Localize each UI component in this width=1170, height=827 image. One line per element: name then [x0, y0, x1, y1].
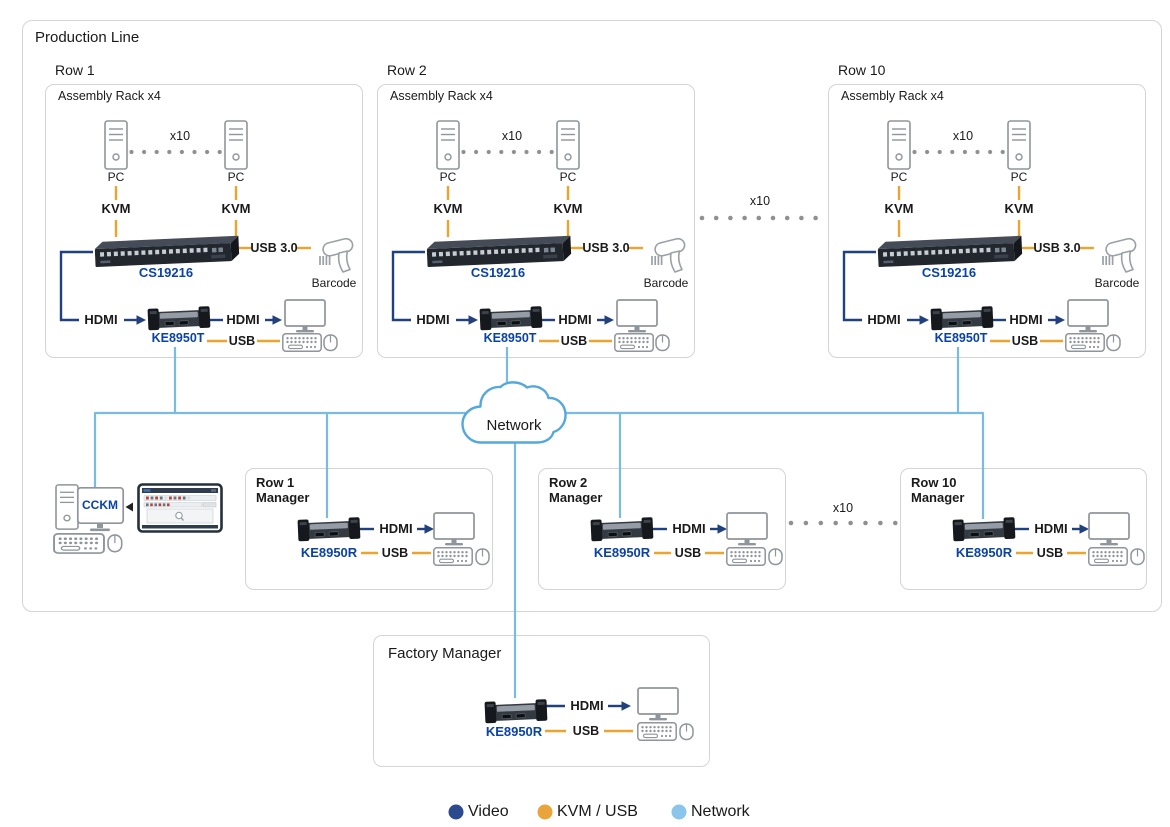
- row10-manager-box: [900, 468, 1147, 590]
- x10-label: x10: [832, 501, 854, 515]
- production-line-box: [22, 20, 1162, 612]
- usb-label: USB: [572, 724, 600, 738]
- legend-kvm-usb-label: KVM / USB: [557, 803, 638, 820]
- usb-label: USB: [381, 546, 409, 560]
- kvm-label: KVM: [221, 201, 251, 216]
- manager-label-line2: Manager: [549, 490, 603, 505]
- extender-name: KE8950T: [483, 331, 537, 345]
- legend-video-label: Video: [468, 803, 509, 820]
- rack-label: Assembly Rack x4: [390, 89, 493, 103]
- hdmi-label: HDMI: [226, 312, 260, 327]
- kvm-label: KVM: [101, 201, 131, 216]
- legend-network-label: Network: [691, 803, 750, 820]
- x10-label: x10: [501, 129, 523, 143]
- barcode-label: Barcode: [1094, 276, 1140, 290]
- manager-label-line1: Row 1: [256, 475, 295, 490]
- switch-name: CS19216: [921, 265, 977, 280]
- factory-manager-box: [373, 635, 710, 767]
- barcode-label: Barcode: [643, 276, 689, 290]
- x10-label: x10: [169, 129, 191, 143]
- usb-label: USB: [560, 334, 588, 348]
- factory-label: Factory Manager: [388, 645, 502, 662]
- manager-label-line2: Manager: [256, 490, 310, 505]
- hdmi-label: HDMI: [1009, 312, 1043, 327]
- cckm-label: CCKM: [82, 498, 118, 512]
- kvm-label: KVM: [553, 201, 583, 216]
- row-label: Row 1: [55, 62, 95, 78]
- usb-label: USB: [674, 546, 702, 560]
- hdmi-label: HDMI: [379, 521, 413, 536]
- hdmi-label: HDMI: [416, 312, 450, 327]
- usb3-label: USB 3.0: [1033, 241, 1081, 255]
- hdmi-label: HDMI: [558, 312, 592, 327]
- kvm-label: KVM: [433, 201, 463, 216]
- legend-video-dot: [448, 804, 464, 820]
- assembly-rack-box-2: [377, 84, 695, 358]
- barcode-label: Barcode: [311, 276, 357, 290]
- legend-network-dot: [671, 804, 687, 820]
- extender-name: KE8950R: [593, 545, 651, 560]
- extender-name: KE8950R: [955, 545, 1013, 560]
- network-label: Network: [486, 417, 542, 434]
- assembly-rack-box-10: [828, 84, 1146, 358]
- manager-label-line2: Manager: [911, 490, 965, 505]
- pc-label: PC: [890, 170, 908, 184]
- switch-name: CS19216: [138, 265, 194, 280]
- extender-name: KE8950T: [151, 331, 205, 345]
- x10-label: x10: [749, 194, 771, 208]
- row-label: Row 10: [838, 62, 886, 78]
- kvm-label: KVM: [884, 201, 914, 216]
- extender-name: KE8950R: [485, 724, 543, 739]
- hdmi-label: HDMI: [672, 521, 706, 536]
- usb3-label: USB 3.0: [582, 241, 630, 255]
- manager-label-line1: Row 10: [911, 475, 957, 490]
- page-title: Production Line: [35, 29, 140, 46]
- extender-name: KE8950R: [300, 545, 358, 560]
- hdmi-label: HDMI: [1034, 521, 1068, 536]
- usb-label: USB: [1036, 546, 1064, 560]
- rack-label: Assembly Rack x4: [841, 89, 944, 103]
- hdmi-label: HDMI: [84, 312, 118, 327]
- pc-label: PC: [439, 170, 457, 184]
- hdmi-label: HDMI: [570, 698, 604, 713]
- row-label: Row 2: [387, 62, 427, 78]
- pc-label: PC: [227, 170, 245, 184]
- pc-label: PC: [559, 170, 577, 184]
- pc-label: PC: [1010, 170, 1028, 184]
- pc-label: PC: [107, 170, 125, 184]
- hdmi-label: HDMI: [867, 312, 901, 327]
- usb3-label: USB 3.0: [250, 241, 298, 255]
- assembly-rack-box-1: [45, 84, 363, 358]
- usb-label: USB: [1011, 334, 1039, 348]
- usb-label: USB: [228, 334, 256, 348]
- legend-kvm-usb-dot: [537, 804, 553, 820]
- kvm-label: KVM: [1004, 201, 1034, 216]
- x10-label: x10: [952, 129, 974, 143]
- extender-name: KE8950T: [934, 331, 988, 345]
- rack-label: Assembly Rack x4: [58, 89, 161, 103]
- switch-name: CS19216: [470, 265, 526, 280]
- manager-label-line1: Row 2: [549, 475, 588, 490]
